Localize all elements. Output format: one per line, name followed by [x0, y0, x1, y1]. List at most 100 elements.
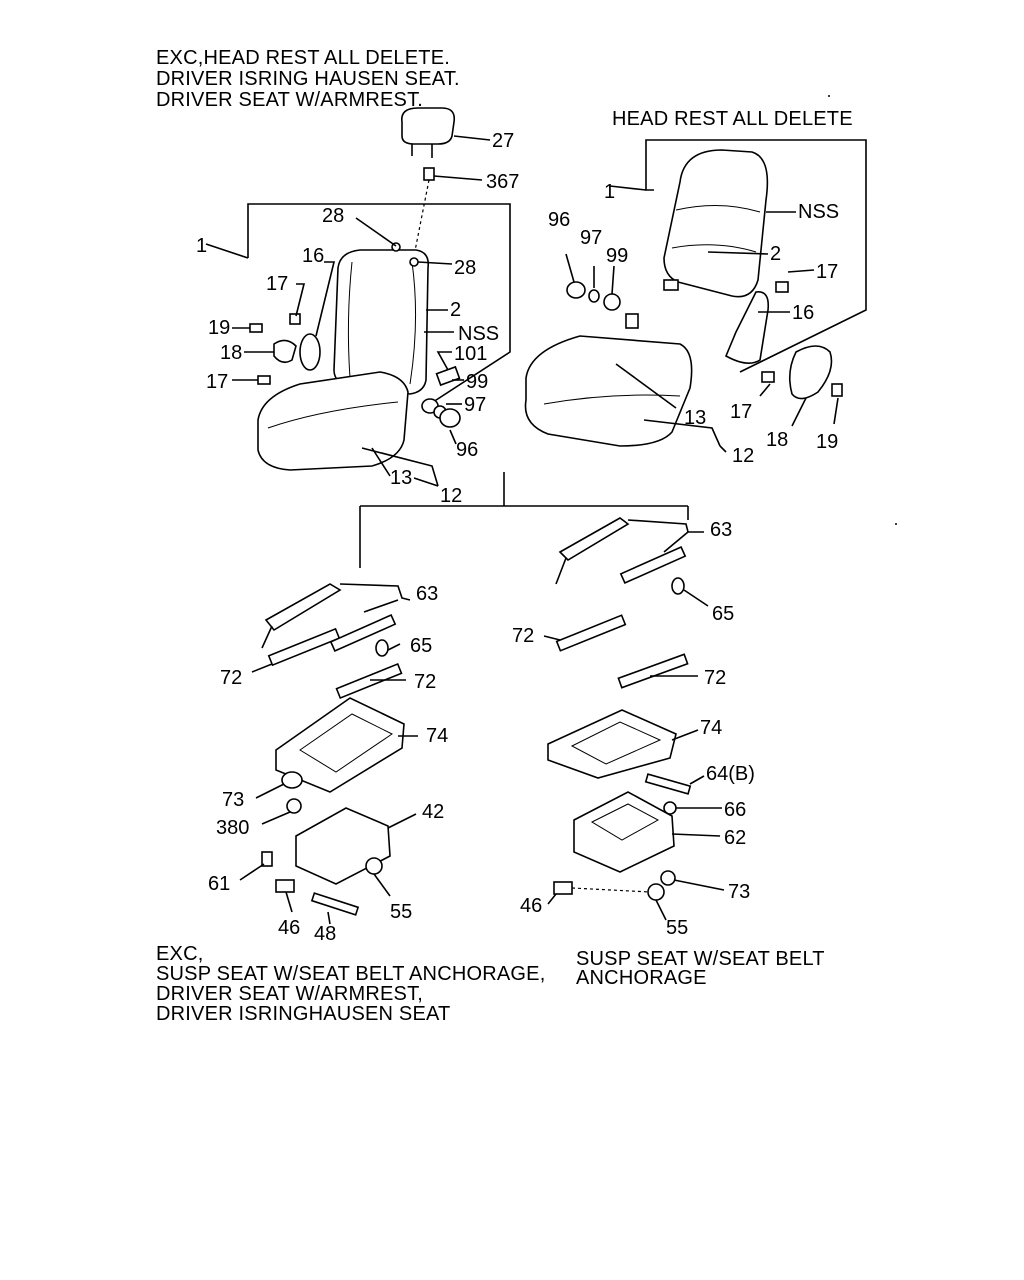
seat-backrest — [663, 149, 769, 298]
headrest — [401, 107, 456, 145]
callout: 1 — [196, 235, 207, 257]
callout: 64(B) — [706, 763, 755, 785]
nut — [647, 883, 665, 901]
callout: 72 — [414, 671, 436, 693]
note-line: DRIVER ISRING HAUSEN SEAT. — [156, 68, 460, 90]
lever — [435, 365, 461, 387]
callout: 12 — [440, 485, 462, 507]
callout: 96 — [548, 209, 570, 231]
callout: 99 — [606, 245, 628, 267]
nut — [375, 639, 389, 657]
washer — [588, 289, 600, 303]
note-top-right: HEAD REST ALL DELETE — [612, 108, 853, 130]
callout: 42 — [422, 801, 444, 823]
note-line: DRIVER ISRINGHAUSEN SEAT — [156, 1003, 450, 1025]
callout: 46 — [278, 917, 300, 939]
link-plate — [644, 773, 692, 795]
note-top-left: EXC,HEAD REST ALL DELETE. DRIVER ISRING … — [156, 47, 460, 111]
washer — [409, 257, 419, 267]
callout: 63 — [710, 519, 732, 541]
callout: 72 — [704, 667, 726, 689]
callout: 17 — [816, 261, 838, 283]
callout: 28 — [322, 205, 344, 227]
callouts-right-seat: 96 97 99 1 NSS 2 17 16 17 18 19 13 12 — [548, 181, 839, 467]
bolt — [249, 323, 263, 333]
callout: 96 — [456, 439, 478, 461]
callouts-left-seat: 27 367 28 28 1 16 17 19 18 17 2 NSS 101 … — [196, 130, 519, 507]
callout: 27 — [492, 130, 514, 152]
callout: 2 — [770, 243, 781, 265]
seat-cushion — [524, 335, 693, 447]
note-line: SUSP SEAT W/SEAT BELT ANCHORAGE, — [156, 963, 545, 985]
recliner-hinge — [299, 333, 321, 371]
callout: 99 — [466, 371, 488, 393]
seat-frame — [275, 697, 405, 793]
callout: 72 — [220, 667, 242, 689]
pin — [310, 892, 360, 916]
recliner-hinge — [724, 291, 770, 364]
seat-frame — [547, 709, 677, 779]
nut — [660, 870, 676, 886]
callout: 101 — [454, 343, 487, 365]
bolt — [275, 879, 295, 893]
bolt — [775, 281, 789, 293]
nut — [286, 798, 302, 814]
slide-rail — [329, 613, 397, 653]
adjuster-lever — [264, 583, 342, 632]
knob — [603, 293, 621, 311]
nut — [671, 577, 685, 595]
note-line: EXC, — [156, 943, 203, 965]
note-line: DRIVER SEAT W/ARMREST. — [156, 89, 423, 111]
callout: 28 — [454, 257, 476, 279]
bracket — [663, 279, 679, 291]
callout: 367 — [486, 171, 519, 193]
callouts-right-frame: 63 65 72 72 74 64(B) 66 62 73 46 55 — [512, 519, 755, 939]
callout: 48 — [314, 923, 336, 945]
callout: 18 — [766, 429, 788, 451]
note-bottom-right: SUSP SEAT W/SEAT BELT ANCHORAGE — [576, 948, 825, 989]
bolt — [761, 371, 775, 383]
suspension-base — [573, 791, 675, 873]
callout: 16 — [792, 302, 814, 324]
note-line: SUSP SEAT W/SEAT BELT — [576, 948, 825, 970]
note-line: ANCHORAGE — [576, 967, 707, 989]
callout: 73 — [728, 881, 750, 903]
callout: 97 — [464, 394, 486, 416]
callout: 16 — [302, 245, 324, 267]
seat-cushion — [257, 371, 409, 471]
callout: 12 — [732, 445, 754, 467]
bolt — [289, 313, 301, 325]
callout: 97 — [580, 227, 602, 249]
callout: 66 — [724, 799, 746, 821]
callout: 380 — [216, 817, 249, 839]
note-line: HEAD REST ALL DELETE — [612, 108, 853, 130]
right-frame-assembly — [543, 517, 725, 921]
callout: 55 — [390, 901, 412, 923]
variant-connector — [359, 472, 689, 568]
left-frame-assembly — [239, 583, 418, 925]
callout: 19 — [816, 431, 838, 453]
callout: 17 — [206, 371, 228, 393]
hinge-cover — [273, 339, 297, 364]
bolt — [831, 383, 843, 397]
callout: 18 — [220, 342, 242, 364]
callout: 62 — [724, 827, 746, 849]
callout: 17 — [266, 273, 288, 295]
bolt — [261, 851, 273, 867]
callout: 73 — [222, 789, 244, 811]
bushing — [439, 408, 461, 428]
hinge-cover — [788, 345, 833, 400]
nut — [281, 771, 303, 789]
slide-rail — [617, 653, 689, 689]
bracket — [625, 313, 639, 329]
bushing — [566, 281, 586, 299]
note-bottom-left: EXC, SUSP SEAT W/SEAT BELT ANCHORAGE, DR… — [156, 943, 545, 1025]
callout: 63 — [416, 583, 438, 605]
callout: 1 — [604, 181, 615, 203]
callout: 46 — [520, 895, 542, 917]
slide-rail — [619, 545, 687, 585]
callout: 2 — [450, 299, 461, 321]
callout: NSS — [798, 201, 839, 223]
callout: 55 — [666, 917, 688, 939]
